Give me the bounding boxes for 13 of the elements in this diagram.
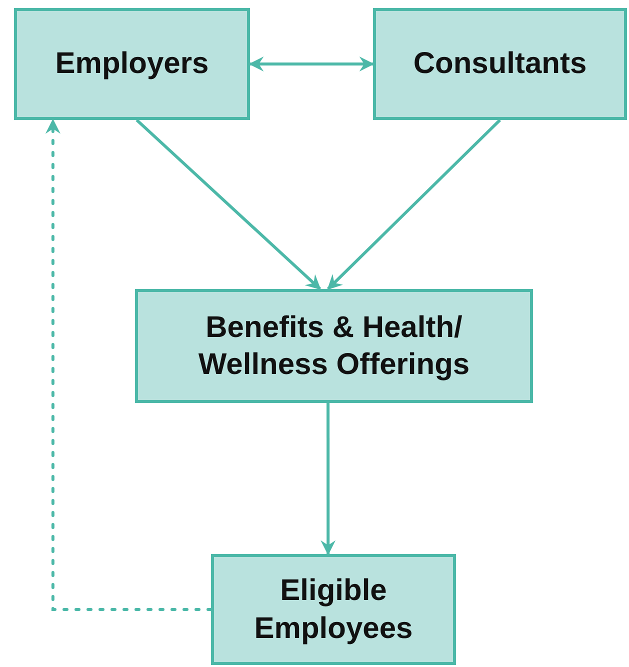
process-box xyxy=(14,8,250,120)
arrow xyxy=(45,118,212,611)
process-box xyxy=(135,289,533,403)
box-label: Benefits & Health/ Wellness Offerings xyxy=(197,310,471,383)
arrow xyxy=(320,403,336,556)
process-box xyxy=(373,8,627,120)
arrow xyxy=(248,56,374,72)
box-label: Eligible Employees xyxy=(253,573,414,646)
box-label: Employers xyxy=(55,46,209,82)
arrow xyxy=(136,118,322,290)
process-box xyxy=(211,554,456,665)
arrow xyxy=(326,118,502,290)
box-label: Consultants xyxy=(413,46,587,82)
